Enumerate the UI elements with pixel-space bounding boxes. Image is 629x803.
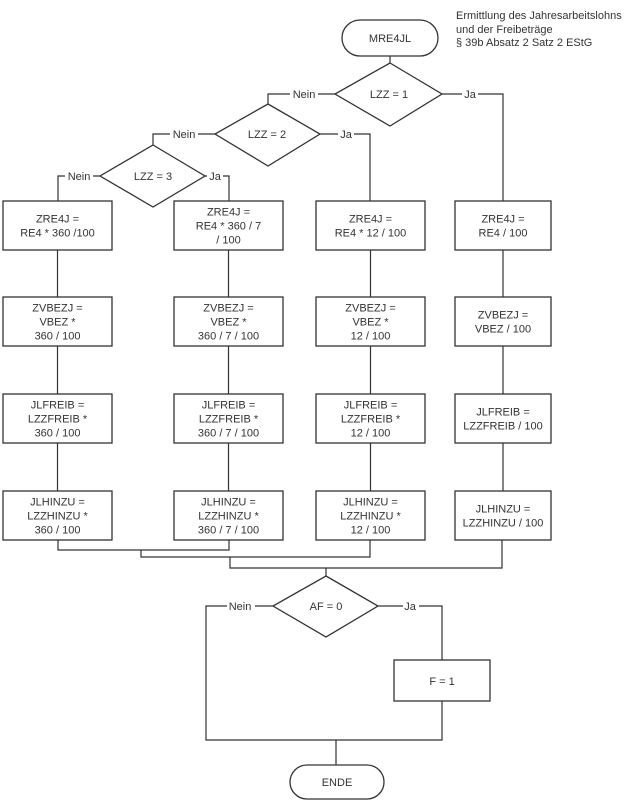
connector-line — [57, 540, 230, 551]
branch-no-label: Nein — [68, 171, 91, 183]
branch-yes-label: Ja — [464, 89, 477, 101]
process-label: ZRE4J = — [481, 214, 524, 226]
decision-lzz2: LZZ = 2 — [213, 103, 322, 167]
branch-no-label: Nein — [229, 601, 252, 613]
process-label: 12 / 100 — [351, 428, 391, 440]
process-label: LZZHINZU * — [340, 511, 401, 523]
decision-lzz3: LZZ = 3 — [98, 144, 207, 208]
process-label: RE4 * 360 /100 — [20, 228, 95, 240]
branch-no-label: Nein — [293, 89, 316, 101]
branch-yes-label: Ja — [404, 601, 417, 613]
branch-yes-label: Ja — [340, 129, 353, 141]
process-label: ZVBEZJ = — [478, 310, 528, 322]
process-label: VBEZ * — [210, 317, 247, 329]
decision-af0: AF = 0 — [271, 575, 380, 638]
process-box: ZVBEZJ = VBEZ * 12 / 100 — [315, 296, 426, 347]
process-label: ZVBEZJ = — [203, 303, 253, 315]
process-box: JLFREIB = LZZFREIB * 360 / 7 / 100 — [173, 393, 284, 444]
process-box: JLHINZU = LZZHINZU * 360 / 100 — [2, 490, 113, 541]
branch-yes-label: Ja — [209, 171, 222, 183]
process-box: ZVBEZJ = VBEZ * 360 / 7 / 100 — [173, 296, 284, 347]
process-label: ZRE4J = — [349, 214, 392, 226]
process-label: VBEZ * — [352, 317, 389, 329]
connector-line — [442, 93, 504, 201]
connector-line — [229, 540, 503, 569]
process-label: JLHINZU = — [201, 497, 256, 509]
process-label: LZZFREIB * — [28, 414, 88, 426]
process-label: 360 / 7 / 100 — [198, 428, 259, 440]
process-box-f: F = 1 — [393, 659, 491, 702]
title-line: § 39b Absatz 2 Satz 2 EStG — [456, 37, 593, 49]
process-box: JLFREIB = LZZFREIB * 12 / 100 — [315, 393, 426, 444]
branch-labels: Nein Ja Nein Ja Nein Ja — [65, 87, 478, 183]
process-label: ZRE4J = — [207, 207, 250, 219]
process-label: 12 / 100 — [351, 525, 391, 537]
process-box: ZRE4J = RE4 * 360 /100 — [2, 200, 113, 251]
connector-line — [140, 540, 371, 558]
process-box: JLHINZU = LZZHINZU / 100 — [454, 490, 552, 541]
diagram-title: Ermittlung des Jahresarbeitslohns und de… — [456, 10, 622, 51]
process-label: 360 / 100 — [35, 525, 81, 537]
process-box: ZRE4J = RE4 / 100 — [454, 200, 552, 251]
process-box: JLHINZU = LZZHINZU * 12 / 100 — [315, 490, 426, 541]
process-label: ZRE4J = — [36, 214, 79, 226]
process-box: JLFREIB = LZZFREIB * 360 / 100 — [2, 393, 113, 444]
decision-lzz1: LZZ = 1 — [333, 62, 444, 127]
decision-label: LZZ = 3 — [134, 171, 172, 183]
process-label: ZVBEZJ = — [345, 303, 395, 315]
branch-labels-af: Nein Ja — [227, 600, 419, 613]
process-label: 360 / 100 — [35, 331, 81, 343]
process-box: ZRE4J = RE4 * 360 / 7 / 100 — [173, 200, 284, 251]
process-label: LZZFREIB / 100 — [463, 421, 542, 433]
process-label: LZZFREIB * — [341, 414, 401, 426]
decision-label: AF = 0 — [310, 601, 343, 613]
decision-label: LZZ = 1 — [370, 89, 408, 101]
process-label: LZZHINZU * — [27, 511, 88, 523]
process-label: RE4 * 12 / 100 — [335, 228, 407, 240]
process-label: JLHINZU = — [30, 497, 85, 509]
connector-line — [378, 605, 443, 660]
process-label: JLFREIB = — [31, 400, 85, 412]
title-line: und der Freibeträge — [456, 23, 553, 36]
process-label: JLHINZU = — [343, 497, 398, 509]
process-box: JLHINZU = LZZHINZU * 360 / 7 / 100 — [173, 490, 284, 541]
process-label: JLFREIB = — [344, 400, 398, 412]
start-label: MRE4JL — [369, 33, 411, 45]
process-label: RE4 / 100 — [479, 228, 528, 240]
process-label: RE4 * 360 / 7 — [196, 221, 261, 233]
end-label: ENDE — [322, 777, 353, 789]
branch-no-label: Nein — [173, 129, 196, 141]
end-terminal: ENDE — [289, 764, 385, 800]
process-box: ZVBEZJ = VBEZ * 360 / 100 — [2, 296, 113, 347]
process-label: 360 / 7 / 100 — [198, 525, 259, 537]
process-label: JLFREIB = — [476, 407, 530, 419]
process-label: LZZHINZU / 100 — [463, 518, 544, 530]
process-label: 360 / 100 — [35, 428, 81, 440]
process-label: 360 / 7 / 100 — [198, 331, 259, 343]
process-label: / 100 — [216, 235, 240, 247]
process-label: JLHINZU = — [476, 504, 531, 516]
process-label: ZVBEZJ = — [32, 303, 82, 315]
process-box: ZVBEZJ = VBEZ / 100 — [454, 296, 552, 347]
process-label: VBEZ / 100 — [475, 324, 531, 336]
process-label: VBEZ * — [39, 317, 76, 329]
process-label: F = 1 — [429, 676, 454, 688]
process-label: LZZHINZU * — [198, 511, 259, 523]
title-line: Ermittlung des Jahresarbeitslohns — [456, 10, 622, 22]
process-box: ZRE4J = RE4 * 12 / 100 — [315, 200, 426, 251]
start-terminal: MRE4JL — [341, 19, 439, 57]
decision-label: LZZ = 2 — [248, 129, 286, 141]
process-box: JLFREIB = LZZFREIB / 100 — [454, 393, 552, 444]
process-label: 12 / 100 — [351, 331, 391, 343]
process-label: LZZFREIB * — [199, 414, 259, 426]
connector-line — [320, 133, 371, 201]
process-label: JLFREIB = — [202, 400, 256, 412]
